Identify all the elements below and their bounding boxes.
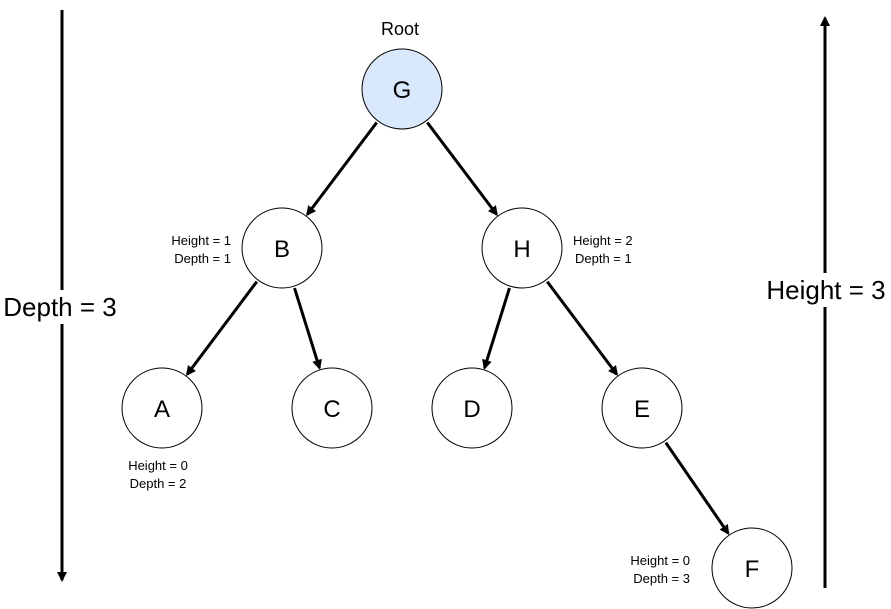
root-label: Root — [381, 19, 419, 39]
node-d-label: D — [463, 396, 480, 423]
node-f: F — [711, 527, 793, 609]
node-h: H — [481, 207, 563, 289]
node-e: E — [601, 367, 683, 449]
edge-b-c — [293, 287, 322, 370]
node-g-circle — [361, 48, 443, 130]
node-f-circle — [711, 527, 793, 609]
edge-g-b — [306, 121, 378, 217]
height-label: Height = 3 — [766, 275, 885, 305]
node-a-depth-text: Depth = 2 — [130, 476, 187, 491]
node-e-circle — [601, 367, 683, 449]
node-f-depth-text: Depth = 3 — [633, 571, 690, 586]
node-a-circle — [121, 367, 203, 449]
node-e-label: E — [634, 396, 650, 423]
node-g: G — [361, 48, 443, 130]
depth-label-background — [0, 290, 124, 324]
edge-h-d — [482, 287, 511, 370]
node-h-depth-text: Depth = 1 — [575, 251, 632, 266]
node-b-label: B — [274, 236, 290, 263]
node-h-circle — [481, 207, 563, 289]
height-label-background — [760, 273, 891, 307]
node-b-circle — [241, 207, 323, 289]
node-b-height-text: Height = 1 — [171, 233, 231, 248]
edge-e-f — [664, 441, 730, 536]
edge-h-e — [546, 280, 618, 376]
edges-group — [185, 121, 730, 536]
node-b: B — [241, 207, 323, 289]
node-h-label: H — [513, 236, 530, 263]
node-d-circle — [431, 367, 513, 449]
node-c-circle — [291, 367, 373, 449]
edge-g-h — [426, 121, 498, 217]
node-a-label: A — [154, 396, 170, 423]
depth-label: Depth = 3 — [3, 292, 116, 322]
node-b-depth-text: Depth = 1 — [174, 251, 231, 266]
node-c-label: C — [323, 396, 340, 423]
node-g-label: G — [393, 77, 412, 104]
node-a-height-text: Height = 0 — [128, 458, 188, 473]
node-a: A — [121, 367, 203, 449]
node-f-label: F — [745, 556, 760, 583]
edge-b-a — [185, 280, 258, 376]
node-d: D — [431, 367, 513, 449]
node-f-height-text: Height = 0 — [630, 553, 690, 568]
node-h-height-text: Height = 2 — [573, 233, 633, 248]
node-c: C — [291, 367, 373, 449]
